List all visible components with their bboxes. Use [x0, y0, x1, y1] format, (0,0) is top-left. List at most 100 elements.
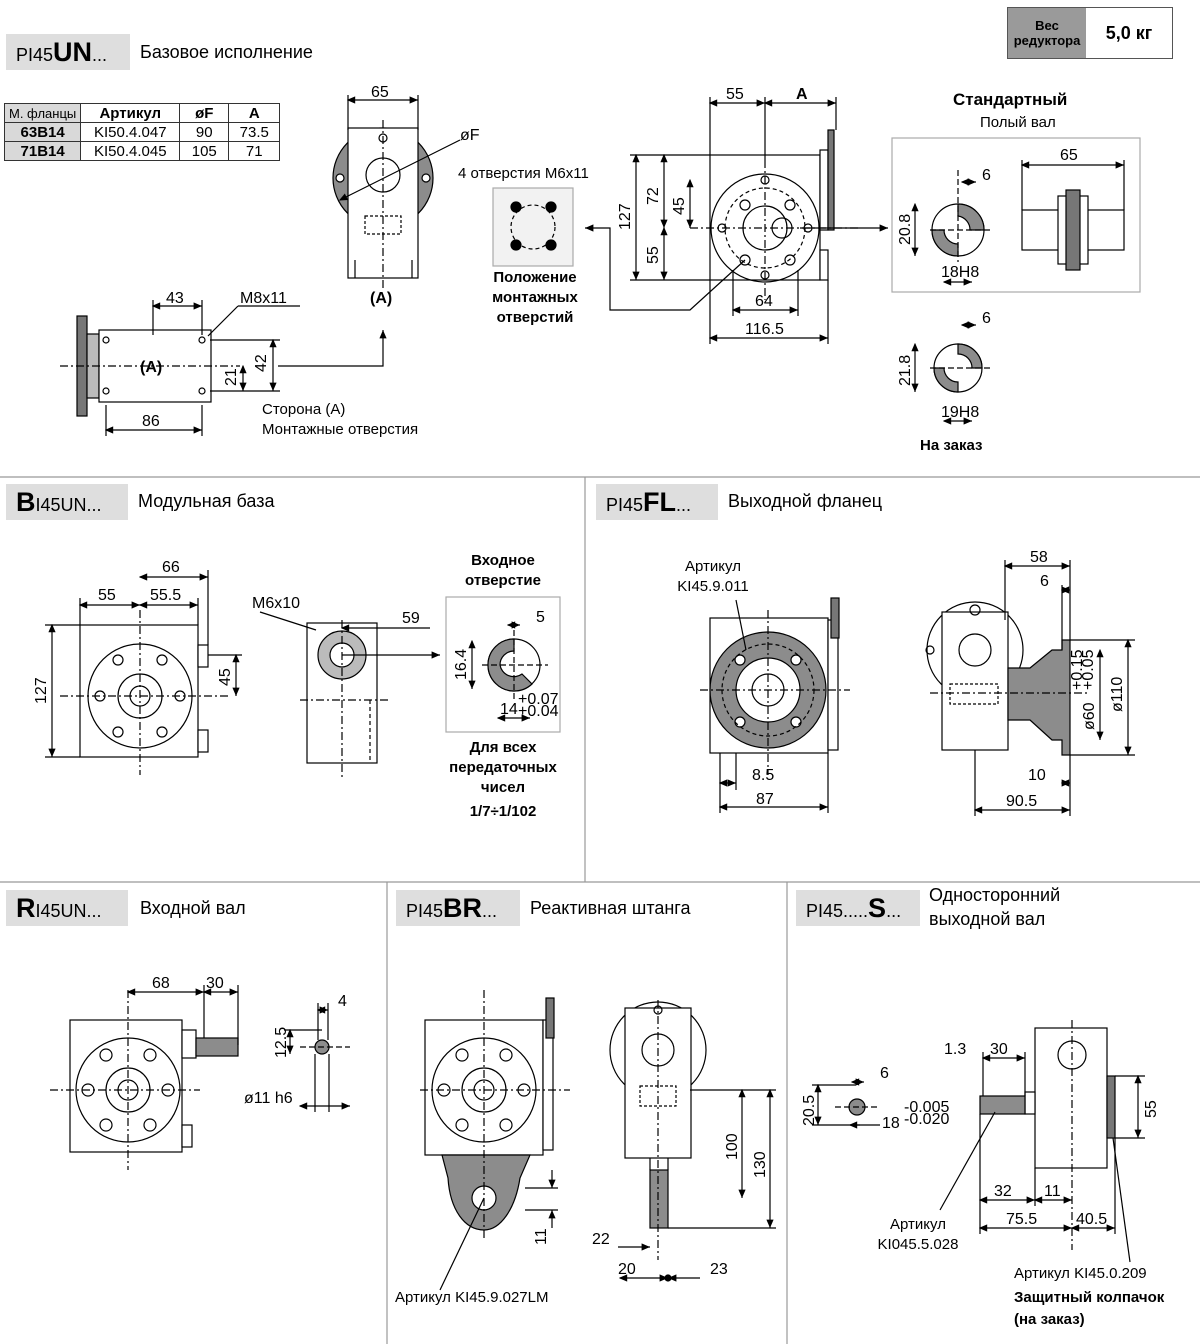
ri-tag-suffix: I45UN... [35, 901, 102, 921]
dim-label: +0.05 [1080, 649, 1097, 690]
dim-label: 19H8 [941, 404, 979, 421]
un-title: Базовое исполнение [140, 42, 313, 62]
dim-label: 16.4 [453, 649, 470, 680]
dim-label: 14 [500, 701, 518, 718]
input-hole-label: Входное отверстие [465, 552, 541, 589]
dim-label: 10 [1028, 767, 1046, 784]
dim-label: 86 [142, 413, 160, 430]
br-side-view [609, 1000, 707, 1260]
dim-label: 23 [710, 1261, 728, 1278]
br-tag-code: BR [443, 893, 483, 923]
dim-label: 32 [994, 1183, 1012, 1200]
br-title: Реактивная штанга [530, 898, 691, 918]
dim-label: 130 [752, 1151, 769, 1178]
dim-label: -0.005 [904, 1099, 949, 1116]
dim-label: 87 [756, 791, 774, 808]
dim-label: +0.04 [518, 703, 559, 720]
ri-tag-code: R [16, 893, 36, 923]
dim-label: 11 [533, 1228, 550, 1245]
mount-position-label: Положение монтажных отверстий [492, 269, 578, 326]
ri-title: Входной вал [140, 898, 246, 918]
dim-label: M8x11 [240, 290, 287, 307]
s-side-view [979, 1020, 1116, 1250]
dim-label: 55 [98, 587, 116, 604]
dim-label: 43 [166, 290, 184, 307]
dim-label: 18H8 [941, 264, 979, 281]
s-tag: PI45.....S... [796, 890, 920, 926]
bi-front-view [60, 610, 230, 775]
dim-label: 90.5 [1006, 793, 1037, 810]
dim-label: 6 [880, 1065, 889, 1082]
dim-label: 8.5 [752, 767, 774, 784]
hollow-shaft-label: Полый вал [980, 114, 1056, 131]
bi-side-view [300, 620, 390, 780]
dim-label: 40.5 [1076, 1211, 1107, 1228]
dim-label: 30 [206, 975, 224, 992]
fl-tag-prefix: PI45 [606, 495, 644, 515]
dim-label: -0.020 [904, 1111, 949, 1128]
dim-label: 5 [536, 609, 545, 626]
standard-label: Стандартный [953, 90, 1068, 109]
fl-article: KI45.9.011 [677, 578, 749, 595]
dim-label: 55 [645, 246, 662, 264]
dim-label: 45 [217, 668, 234, 686]
dim-label: 20 [618, 1261, 636, 1278]
br-tag-prefix: PI45 [406, 901, 444, 921]
dim-label: 4 [338, 993, 347, 1010]
un-tag-code: UN [53, 37, 93, 67]
dim-label: 22 [592, 1231, 610, 1248]
s-article-label: Артикул [890, 1216, 946, 1233]
un-tag-prefix: PI45 [16, 45, 54, 65]
cap-label: Защитный колпачок [1014, 1289, 1165, 1306]
dim-label: 20.5 [801, 1095, 818, 1126]
dim-label: 64 [755, 293, 773, 310]
dim-label: 59 [402, 610, 420, 627]
un-side-view [60, 315, 240, 417]
dim-label: 55.5 [150, 587, 181, 604]
side-a-label: Сторона (A) [262, 401, 346, 418]
dim-label: 45 [671, 197, 688, 215]
dim-label: 11 [1044, 1183, 1061, 1200]
br-article: Артикул KI45.9.027LM [395, 1289, 549, 1306]
flange-table-header: М. фланцы [3, 103, 82, 123]
on-order-label: На заказ [920, 437, 983, 454]
s-title-line2: выходной вал [929, 909, 1046, 929]
weight-box: Вес редуктора 5,0 кг [1007, 7, 1173, 59]
dim-label: 65 [371, 84, 389, 101]
weight-label: Вес редуктора [1008, 8, 1086, 58]
dim-label: (A) [140, 359, 162, 376]
dim-label: 1.3 [944, 1041, 966, 1058]
dim-label: 66 [162, 559, 180, 576]
dim-label: 6 [982, 310, 991, 327]
un-tag-suffix: ... [92, 45, 108, 65]
dim-label: 20.8 [897, 214, 914, 245]
flange-table-cell: 71B14 [3, 141, 82, 161]
dim-label: ø60 [1081, 702, 1098, 730]
dim-label: 18 [882, 1115, 900, 1132]
all-ratios-label: Для всех передаточных чисел [449, 739, 557, 796]
side-a-mount-label: Монтажные отверстия [262, 421, 419, 438]
un-front-view [690, 129, 860, 300]
dim-label: 6 [982, 167, 991, 184]
dim-label: +0.07 [518, 691, 559, 708]
dim-label: 75.5 [1006, 1211, 1037, 1228]
flange-table-cell: 90 [179, 122, 230, 142]
dim-label: 127 [617, 203, 634, 230]
dim-label: +0.15 [1069, 649, 1086, 690]
fl-tag-suffix: ... [676, 495, 692, 515]
un-flange-view [332, 120, 434, 290]
dim-label: (A) [370, 290, 392, 307]
dim-label: 68 [152, 975, 170, 992]
bi-tag-code: B [16, 487, 36, 517]
dim-label: 100 [724, 1133, 741, 1160]
dim-label: 55 [726, 86, 744, 103]
dim-label: 6 [1040, 573, 1049, 590]
dim-label: 55 [1143, 1100, 1160, 1118]
s-tag-code: S [868, 893, 887, 923]
